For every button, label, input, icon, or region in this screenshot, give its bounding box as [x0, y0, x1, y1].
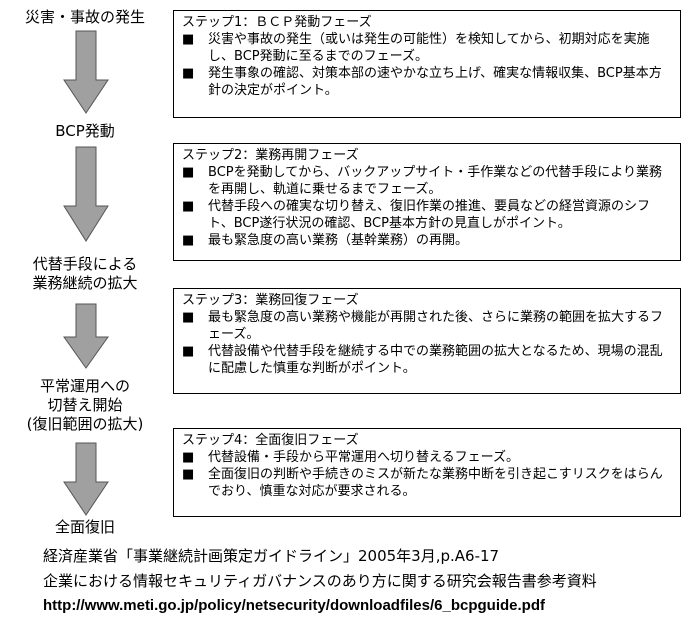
step-item: ■ 災害や事故の発生（或いは発生の可能性）を検知してから、初期対応を実施し、BCP… [182, 31, 672, 65]
item-text: 最も緊急度の高い業務や機能が再開された後、さらに業務の範囲を拡大するフェーズ。 [208, 310, 664, 342]
flow-label-switch: 平常運用への切替え開始(復旧範囲の拡大) [0, 377, 170, 434]
bullet-icon: ■ [182, 310, 195, 325]
step-title: ステップ4：全面復旧フェーズ [182, 433, 359, 448]
step-item: ■ BCPを発動してから、バックアップサイト・手作業などの代替手段により業務を再開… [182, 164, 672, 198]
bullet-icon: ■ [182, 199, 195, 214]
item-text: 代替設備・手段から平常運用へ切り替えるフェーズ。 [208, 450, 519, 465]
label-line: 代替手段による [32, 255, 138, 273]
step-title: ステップ2：業務再開フェーズ [182, 148, 359, 163]
step-item: ■ 代替設備や代替手段を継続する中での業務範囲の拡大となるため、現場の混乱に配慮し… [182, 343, 672, 377]
down-arrow-icon [63, 303, 109, 369]
item-text: 全面復旧の判断や手続きのミスが新たな業務中断を引き起こすリスクをはらんでおり、慎… [208, 467, 663, 499]
step-2-box: ステップ2：業務再開フェーズ ■ BCPを発動してから、バックアップサイト・手作業… [173, 143, 681, 261]
item-text: 代替設備や代替手段を継続する中での業務範囲の拡大となるため、現場の混乱に配慮した… [208, 344, 663, 376]
down-arrow-icon [63, 442, 109, 516]
item-text: 代替手段への確実な切り替え、復旧作業の推進、要員などの経営資源のシフト、BCP遂… [208, 199, 651, 231]
source-url-link[interactable]: http://www.meti.go.jp/policy/netsecurity… [43, 597, 545, 614]
step-title: ステップ1：ＢＣＰ発動フェーズ [182, 15, 372, 30]
bullet-icon: ■ [182, 344, 195, 359]
bullet-icon: ■ [182, 165, 195, 180]
flow-label-bcp-activation: BCP発動 [55, 122, 115, 140]
bullet-icon: ■ [182, 66, 195, 81]
flow-label-full-recovery: 全面復旧 [54, 518, 115, 536]
step-item: ■ 代替手段への確実な切り替え、復旧作業の推進、要員などの経営資源のシフト、BCP… [182, 198, 672, 232]
step-title: ステップ3：業務回復フェーズ [182, 293, 359, 308]
step-4-box: ステップ4：全面復旧フェーズ ■ 代替設備・手段から平常運用へ切り替えるフェーズ。… [173, 428, 681, 517]
bullet-icon: ■ [182, 32, 195, 47]
bullet-icon: ■ [182, 450, 195, 465]
flow-label-disaster: 災害・事故の発生 [24, 8, 145, 26]
label-line: 平常運用への [39, 377, 130, 395]
bullet-icon: ■ [182, 233, 195, 248]
step-item: ■ 代替設備・手段から平常運用へ切り替えるフェーズ。 [182, 449, 672, 466]
item-text: 最も緊急度の高い業務（基幹業務）の再開。 [208, 233, 469, 248]
down-arrow-icon [63, 30, 109, 114]
label-line: 切替え開始 [47, 396, 123, 414]
item-text: 発生事象の確認、対策本部の速やかな立ち上げ、確実な情報収集、BCP基本方針の決定… [208, 66, 662, 98]
label-line: 業務継続の拡大 [32, 274, 138, 292]
step-item: ■ 最も緊急度の高い業務や機能が再開された後、さらに業務の範囲を拡大するフェーズ。 [182, 309, 672, 343]
source-citation: 経済産業省「事業継続計画策定ガイドライン」2005年3月,p.A6-17 [43, 547, 500, 565]
label-line: (復旧範囲の拡大) [26, 415, 144, 433]
step-item: ■ 発生事象の確認、対策本部の速やかな立ち上げ、確実な情報収集、BCP基本方針の決… [182, 65, 672, 99]
flow-label-alternative: 代替手段による業務継続の拡大 [0, 255, 170, 293]
step-item: ■ 最も緊急度の高い業務（基幹業務）の再開。 [182, 232, 672, 249]
item-text: BCPを発動してから、バックアップサイト・手作業などの代替手段により業務を再開し… [208, 165, 662, 197]
step-3-box: ステップ3：業務回復フェーズ ■ 最も緊急度の高い業務や機能が再開された後、さらに… [173, 288, 681, 394]
bullet-icon: ■ [182, 467, 195, 482]
down-arrow-icon [63, 146, 109, 242]
source-report: 企業における情報セキュリティガバナンスのあり方に関する研究会報告書参考資料 [43, 572, 597, 590]
step-item: ■ 全面復旧の判断や手続きのミスが新たな業務中断を引き起こすリスクをはらんでおり、… [182, 466, 672, 500]
item-text: 災害や事故の発生（或いは発生の可能性）を検知してから、初期対応を実施し、BCP発… [208, 32, 650, 64]
step-1-box: ステップ1：ＢＣＰ発動フェーズ ■ 災害や事故の発生（或いは発生の可能性）を検知し… [173, 10, 681, 118]
